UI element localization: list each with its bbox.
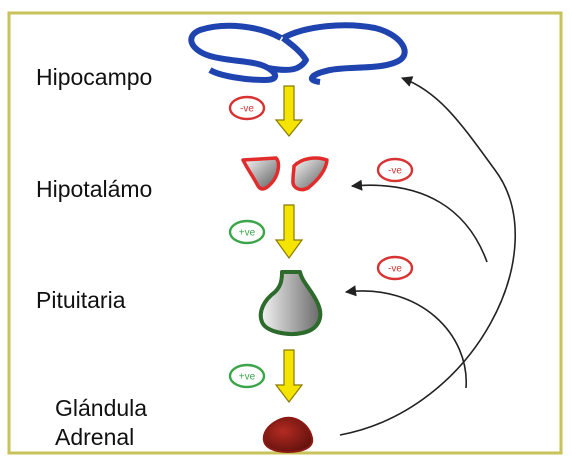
down-arrow-icon bbox=[276, 205, 302, 258]
badge-feedback-hypo: -ve bbox=[378, 159, 412, 181]
pituitary-gland-icon bbox=[261, 272, 321, 334]
brain-hippocampus-icon bbox=[191, 25, 404, 82]
feedback-arrow-to-pituitary bbox=[346, 291, 466, 388]
badge-pit-to-adrenal: +ve bbox=[230, 365, 264, 387]
label-hypothalamus: Hipotalámo bbox=[36, 176, 152, 202]
label-adrenal-line2: Adrenal bbox=[55, 424, 134, 450]
svg-text:+ve: +ve bbox=[239, 228, 256, 239]
down-arrow-icon bbox=[276, 350, 302, 402]
hypothalamus-icon bbox=[243, 158, 327, 190]
label-pituitary: Pituitaria bbox=[36, 287, 125, 313]
label-hippocampus: Hipocampo bbox=[36, 64, 152, 90]
svg-text:-ve: -ve bbox=[388, 166, 402, 177]
down-arrow-icon bbox=[276, 86, 302, 136]
feedback-arrow-to-hypothalamus bbox=[352, 185, 487, 262]
badge-feedback-pit: -ve bbox=[378, 257, 412, 279]
svg-text:-ve: -ve bbox=[388, 264, 402, 275]
badge-hippo-to-hypo: -ve bbox=[230, 97, 264, 119]
label-adrenal-line1: Glándula bbox=[55, 395, 147, 421]
adrenal-gland-icon bbox=[264, 418, 312, 452]
badge-hypo-to-pit: +ve bbox=[230, 221, 264, 243]
feedback-arrow-to-hippocampus bbox=[340, 78, 515, 435]
svg-text:-ve: -ve bbox=[240, 104, 254, 115]
svg-text:+ve: +ve bbox=[239, 372, 256, 383]
